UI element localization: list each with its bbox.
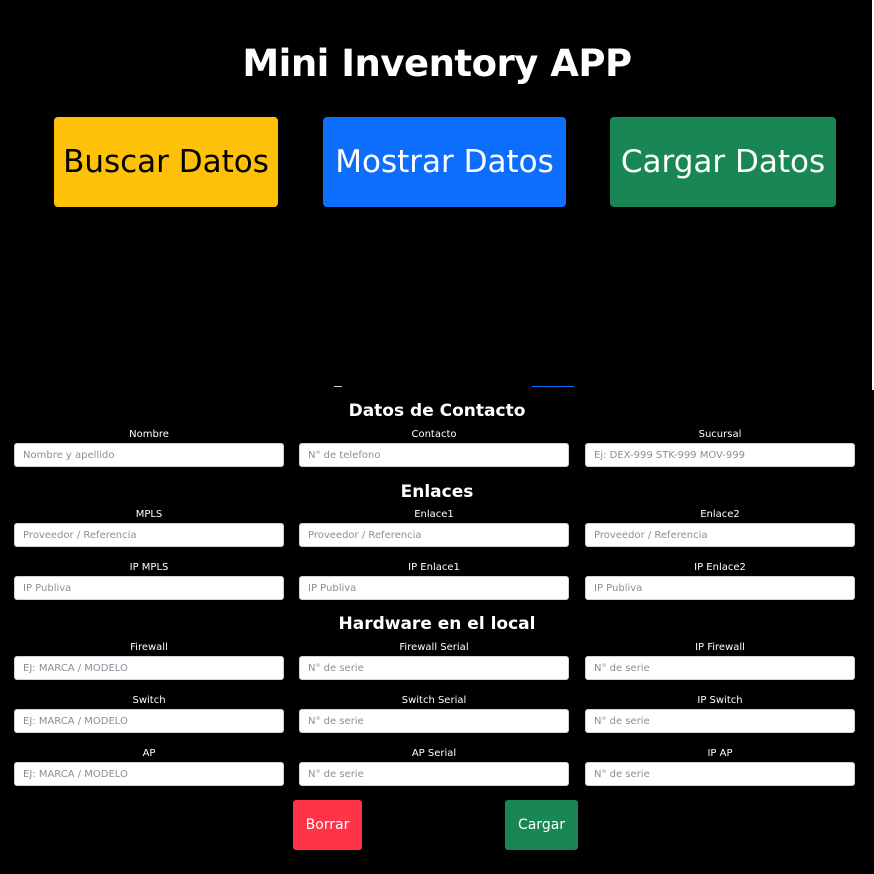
ap-label: AP bbox=[142, 748, 156, 759]
section-divider bbox=[0, 385, 874, 389]
switch-serial-label: Switch Serial bbox=[401, 695, 467, 706]
divider-mark-accent bbox=[532, 386, 574, 387]
ap-serial-input[interactable] bbox=[299, 762, 569, 786]
divider-mark bbox=[334, 386, 342, 387]
mpls-label: MPLS bbox=[135, 509, 163, 520]
firewall-label: Firewall bbox=[130, 642, 168, 653]
ip-firewall-label: IP Firewall bbox=[695, 642, 745, 653]
borrar-button[interactable]: Borrar bbox=[293, 800, 362, 850]
ip-enlace1-label: IP Enlace1 bbox=[408, 562, 460, 573]
page-title: Mini Inventory APP bbox=[242, 42, 632, 85]
ip-enlace1-input[interactable] bbox=[299, 576, 569, 600]
mostrar-datos-button[interactable]: Mostrar Datos bbox=[323, 117, 566, 207]
buscar-datos-button[interactable]: Buscar Datos bbox=[54, 117, 278, 207]
nombre-label: Nombre bbox=[129, 429, 169, 440]
ip-ap-input[interactable] bbox=[585, 762, 855, 786]
switch-serial-input[interactable] bbox=[299, 709, 569, 733]
ip-enlace2-input[interactable] bbox=[585, 576, 855, 600]
ip-mpls-label: IP MPLS bbox=[129, 562, 169, 573]
ip-switch-label: IP Switch bbox=[697, 695, 743, 706]
cargar-datos-button[interactable]: Cargar Datos bbox=[610, 117, 836, 207]
enlace2-input[interactable] bbox=[585, 523, 855, 547]
ap-serial-label: AP Serial bbox=[411, 748, 457, 759]
mpls-input[interactable] bbox=[14, 523, 284, 547]
sucursal-input[interactable] bbox=[585, 443, 855, 467]
enlace1-label: Enlace1 bbox=[414, 509, 454, 520]
contacto-label: Contacto bbox=[411, 429, 457, 440]
ip-ap-label: IP AP bbox=[707, 748, 733, 759]
nombre-input[interactable] bbox=[14, 443, 284, 467]
firewall-serial-label: Firewall Serial bbox=[399, 642, 469, 653]
scrollbar-edge bbox=[872, 0, 874, 390]
enlace2-label: Enlace2 bbox=[700, 509, 740, 520]
section-title-enlaces: Enlaces bbox=[400, 482, 474, 502]
firewall-input[interactable] bbox=[14, 656, 284, 680]
firewall-serial-input[interactable] bbox=[299, 656, 569, 680]
enlace1-input[interactable] bbox=[299, 523, 569, 547]
ip-mpls-input[interactable] bbox=[14, 576, 284, 600]
section-title-hardware: Hardware en el local bbox=[338, 614, 536, 634]
ip-firewall-input[interactable] bbox=[585, 656, 855, 680]
ip-switch-input[interactable] bbox=[585, 709, 855, 733]
switch-label: Switch bbox=[132, 695, 166, 706]
sucursal-label: Sucursal bbox=[698, 429, 742, 440]
section-title-contacto: Datos de Contacto bbox=[348, 401, 526, 421]
switch-input[interactable] bbox=[14, 709, 284, 733]
contacto-input[interactable] bbox=[299, 443, 569, 467]
ap-input[interactable] bbox=[14, 762, 284, 786]
cargar-button[interactable]: Cargar bbox=[505, 800, 578, 850]
ip-enlace2-label: IP Enlace2 bbox=[694, 562, 746, 573]
